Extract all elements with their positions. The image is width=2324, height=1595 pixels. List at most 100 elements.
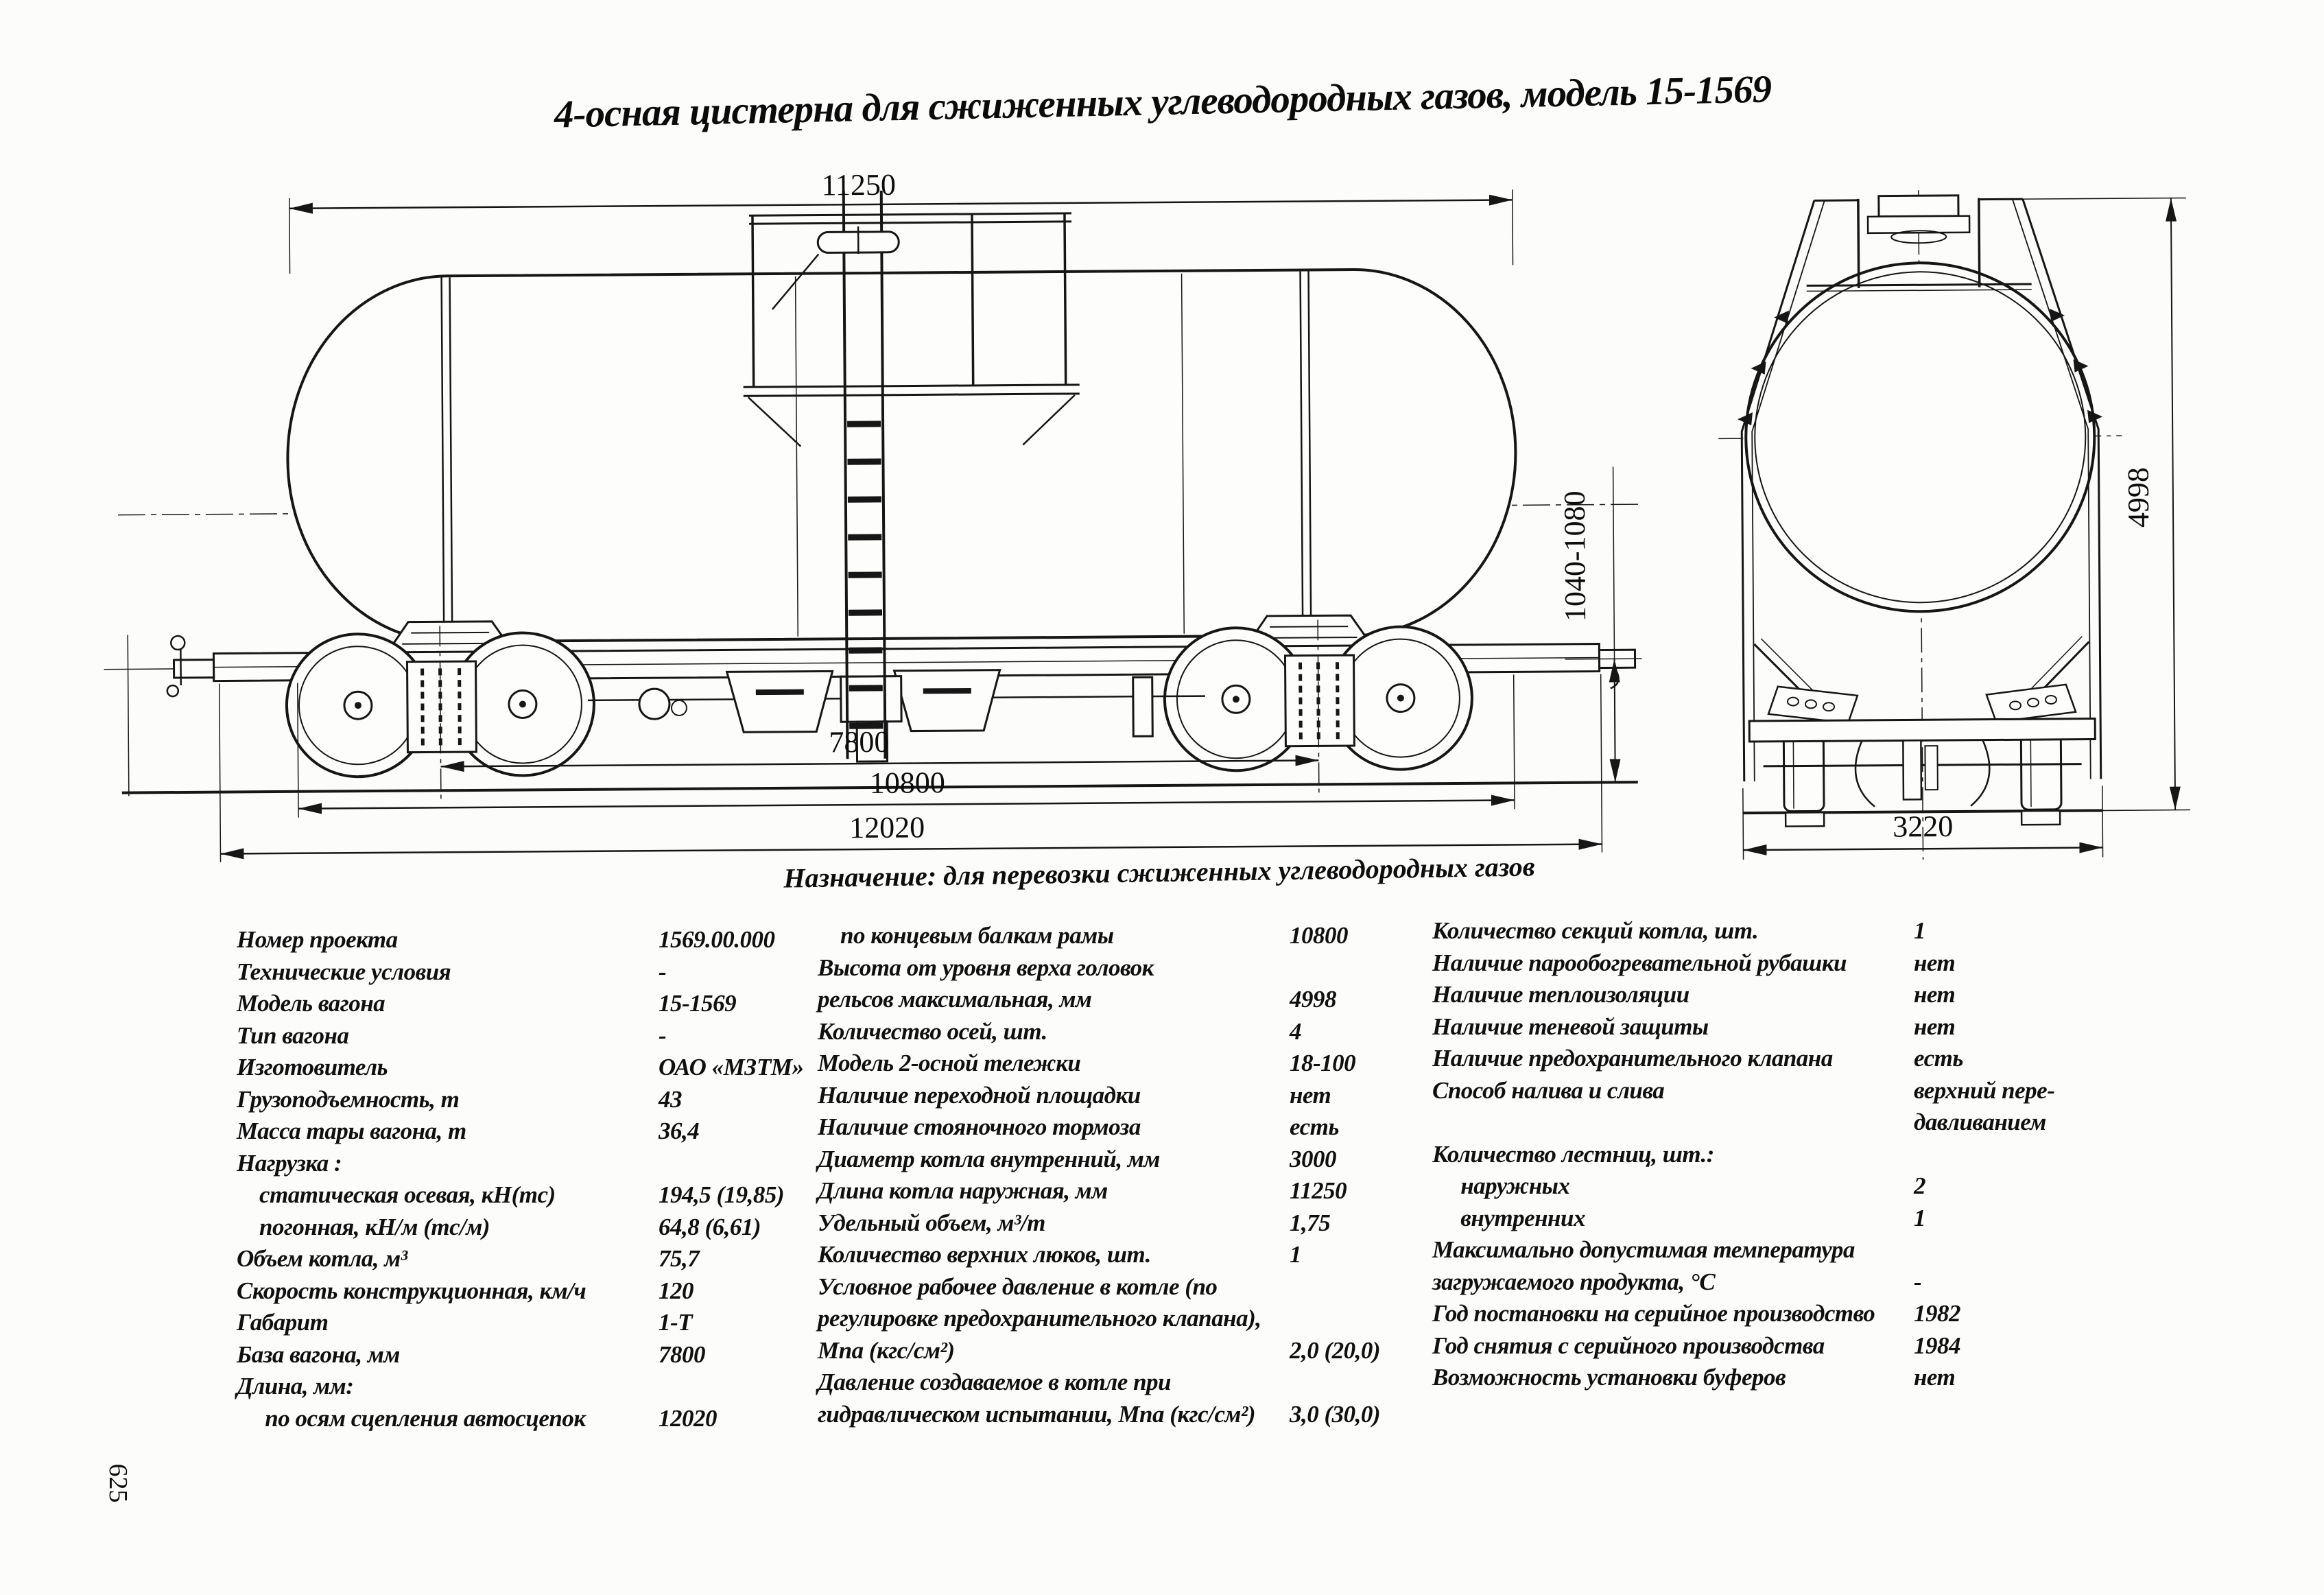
dimension-max-height: 4998 — [2122, 467, 2156, 528]
spec-row: Тип вагона - — [237, 1021, 667, 1054]
spec-row: Год постановки на серийное производство … — [1432, 1300, 1961, 1332]
spec-row: Мпа (кгс/см²) 2,0 (20,0) — [818, 1337, 1381, 1369]
spec-row: Наличие парообогревательной рубашки нет — [1432, 949, 1956, 982]
spec-row: Объем котла, м³ 75,7 — [237, 1245, 700, 1277]
spec-row: Длина котла наружная, мм 11250 — [818, 1177, 1347, 1209]
spec-row: Грузоподъемность, т 43 — [237, 1085, 683, 1118]
spec-label: Длина котла наружная, мм — [818, 1177, 1108, 1204]
spec-label: Давление создаваемое в котле при — [818, 1369, 1172, 1395]
spec-label: Наличие переходной площадки — [818, 1081, 1141, 1109]
spec-row: Изготовитель ОАО «МЗТМ» — [237, 1054, 804, 1086]
spec-label: Наличие теневой защиты — [1432, 1013, 1709, 1040]
spec-value: нет — [1290, 1081, 1331, 1109]
spec-row: Скорость конструкционная, км/ч 120 — [237, 1277, 694, 1310]
tank-car-technical-drawing: 11250 1040-1080 7800 10800 12020 — [104, 168, 2191, 862]
spec-value: 10800 — [1290, 922, 1349, 949]
spec-label: Нагрузка : — [237, 1149, 342, 1177]
spec-row: Диаметр котла внутренний, мм 3000 — [818, 1145, 1337, 1178]
end-view-drawing: 4998 3220 — [1718, 190, 2191, 860]
spec-row: давливанием — [1432, 1109, 2046, 1141]
spec-label: Удельный объем, м³/т — [818, 1209, 1045, 1236]
spec-row: Технические условия - — [237, 958, 667, 991]
dimension-width: 3220 — [1893, 810, 1953, 844]
spec-value: 75,7 — [659, 1245, 700, 1272]
spec-row: погонная, кН/м (тс/м) 64,8 (6,61) — [237, 1214, 761, 1246]
spec-label: Габарит — [237, 1309, 329, 1336]
spec-value: 3,0 (30,0) — [1290, 1400, 1381, 1428]
spec-label: Количество секций котла, шт. — [1432, 917, 1759, 944]
spec-column-1: Номер проекта 1569.00.000 Технические ус… — [237, 926, 804, 1437]
spec-row: Наличие теплоизоляции нет — [1432, 981, 1956, 1013]
spec-value: нет — [1914, 981, 1956, 1008]
spec-row: по концевым балкам рамы 10800 — [818, 922, 1349, 954]
spec-row: Длина, мм: — [237, 1373, 586, 1405]
spec-row: Наличие теневой защиты нет — [1432, 1013, 1956, 1045]
page-number: 625 — [104, 1463, 132, 1503]
spec-row: Модель вагона 15-1569 — [237, 990, 737, 1022]
spec-row: Наличие переходной площадки нет — [818, 1081, 1331, 1114]
spec-label: Масса тары вагона, т — [237, 1118, 466, 1144]
spec-label: Наличие предохранительного клапана — [1432, 1045, 1833, 1072]
spec-value: 1982 — [1914, 1300, 1961, 1327]
spec-value: ОАО «МЗТМ» — [659, 1054, 804, 1080]
spec-value: 1 — [1914, 1204, 1926, 1231]
spec-label: Условное рабочее давление в котле (по — [818, 1273, 1218, 1300]
spec-value: 1 — [1914, 917, 1926, 944]
spec-value: 4998 — [1290, 986, 1337, 1013]
spec-label: Тип вагона — [237, 1021, 349, 1049]
spec-value: 1 — [1290, 1241, 1302, 1268]
spec-value: 1569.00.000 — [659, 926, 775, 953]
spec-label: Модель вагона — [237, 990, 386, 1017]
spec-row: гидравлическом испытании, Мпа (кгс/см²) … — [818, 1401, 1381, 1433]
spec-label: База вагона, мм — [237, 1340, 400, 1368]
spec-row: регулировке предохранительного клапана), — [818, 1305, 1261, 1337]
spec-value: 64,8 (6,61) — [659, 1213, 761, 1240]
spec-value: давливанием — [1914, 1109, 2046, 1135]
spec-value: 11250 — [1290, 1177, 1347, 1204]
spec-label: Модель 2-осной тележки — [818, 1050, 1081, 1076]
spec-label: Год снятия с серийного производства — [1432, 1332, 1825, 1359]
spec-value: 1984 — [1914, 1332, 1961, 1359]
spec-label: Количество верхних люков, шт. — [818, 1241, 1151, 1268]
spec-value: - — [659, 1021, 667, 1049]
page-title: 4-осная цистерна для сжиженных углеводор… — [554, 67, 1772, 137]
spec-value: 4 — [1290, 1017, 1302, 1045]
spec-row: Количество секций котла, шт. 1 — [1432, 917, 1926, 949]
spec-value: 12020 — [659, 1404, 718, 1432]
spec-label: Скорость конструкционная, км/ч — [237, 1277, 586, 1304]
spec-label: Высота от уровня верха головок — [818, 954, 1154, 981]
spec-row: Высота от уровня верха головок — [818, 954, 1261, 986]
spec-value: 1-Т — [659, 1309, 693, 1336]
spec-label: Диаметр котла внутренний, мм — [818, 1145, 1160, 1172]
spec-row: Количество осей, шт. 4 — [818, 1017, 1302, 1050]
spec-column-3: Количество секций котла, шт. 1 Наличие п… — [1432, 917, 2055, 1396]
spec-label: Возможность установки буферов — [1432, 1364, 1786, 1391]
spec-value: 7800 — [659, 1340, 706, 1368]
dimension-coupler-axis-height: 1040-1080 — [1558, 491, 1592, 622]
spec-value: нет — [1914, 949, 1956, 976]
spec-label: Количество осей, шт. — [818, 1017, 1047, 1045]
spec-row: Максимально допустимая температура — [1432, 1236, 1875, 1268]
spec-label: загружаемого продукта, °С — [1432, 1268, 1716, 1295]
spec-label: Количество лестниц, шт.: — [1432, 1140, 1714, 1168]
dimension-coupler-length: 12020 — [849, 810, 925, 844]
spec-label: Длина, мм: — [237, 1373, 354, 1399]
spec-row: Нагрузка : — [237, 1150, 586, 1182]
spec-value: 1,75 — [1290, 1209, 1331, 1236]
spec-label: по осям сцепления автосцепок — [237, 1404, 586, 1432]
spec-value: 36,4 — [659, 1118, 700, 1144]
spec-row: Количество лестниц, шт.: — [1432, 1141, 1875, 1173]
spec-value: 3000 — [1290, 1145, 1337, 1172]
spec-row: Количество верхних люков, шт. 1 — [818, 1241, 1302, 1273]
spec-row: Удельный объем, м³/т 1,75 — [818, 1209, 1331, 1242]
spec-row: Возможность установки буферов нет — [1432, 1364, 1956, 1396]
spec-label: Грузоподъемность, т — [237, 1085, 460, 1113]
spec-row: загружаемого продукта, °С - — [1432, 1268, 1922, 1301]
spec-row: Модель 2-осной тележки 18-100 — [818, 1050, 1356, 1082]
spec-value: - — [659, 958, 667, 985]
spec-value: 15-1569 — [659, 990, 737, 1017]
spec-label: Технические условия — [237, 958, 451, 985]
spec-value: есть — [1914, 1045, 1963, 1072]
dimension-frame-length: 10800 — [870, 766, 945, 800]
